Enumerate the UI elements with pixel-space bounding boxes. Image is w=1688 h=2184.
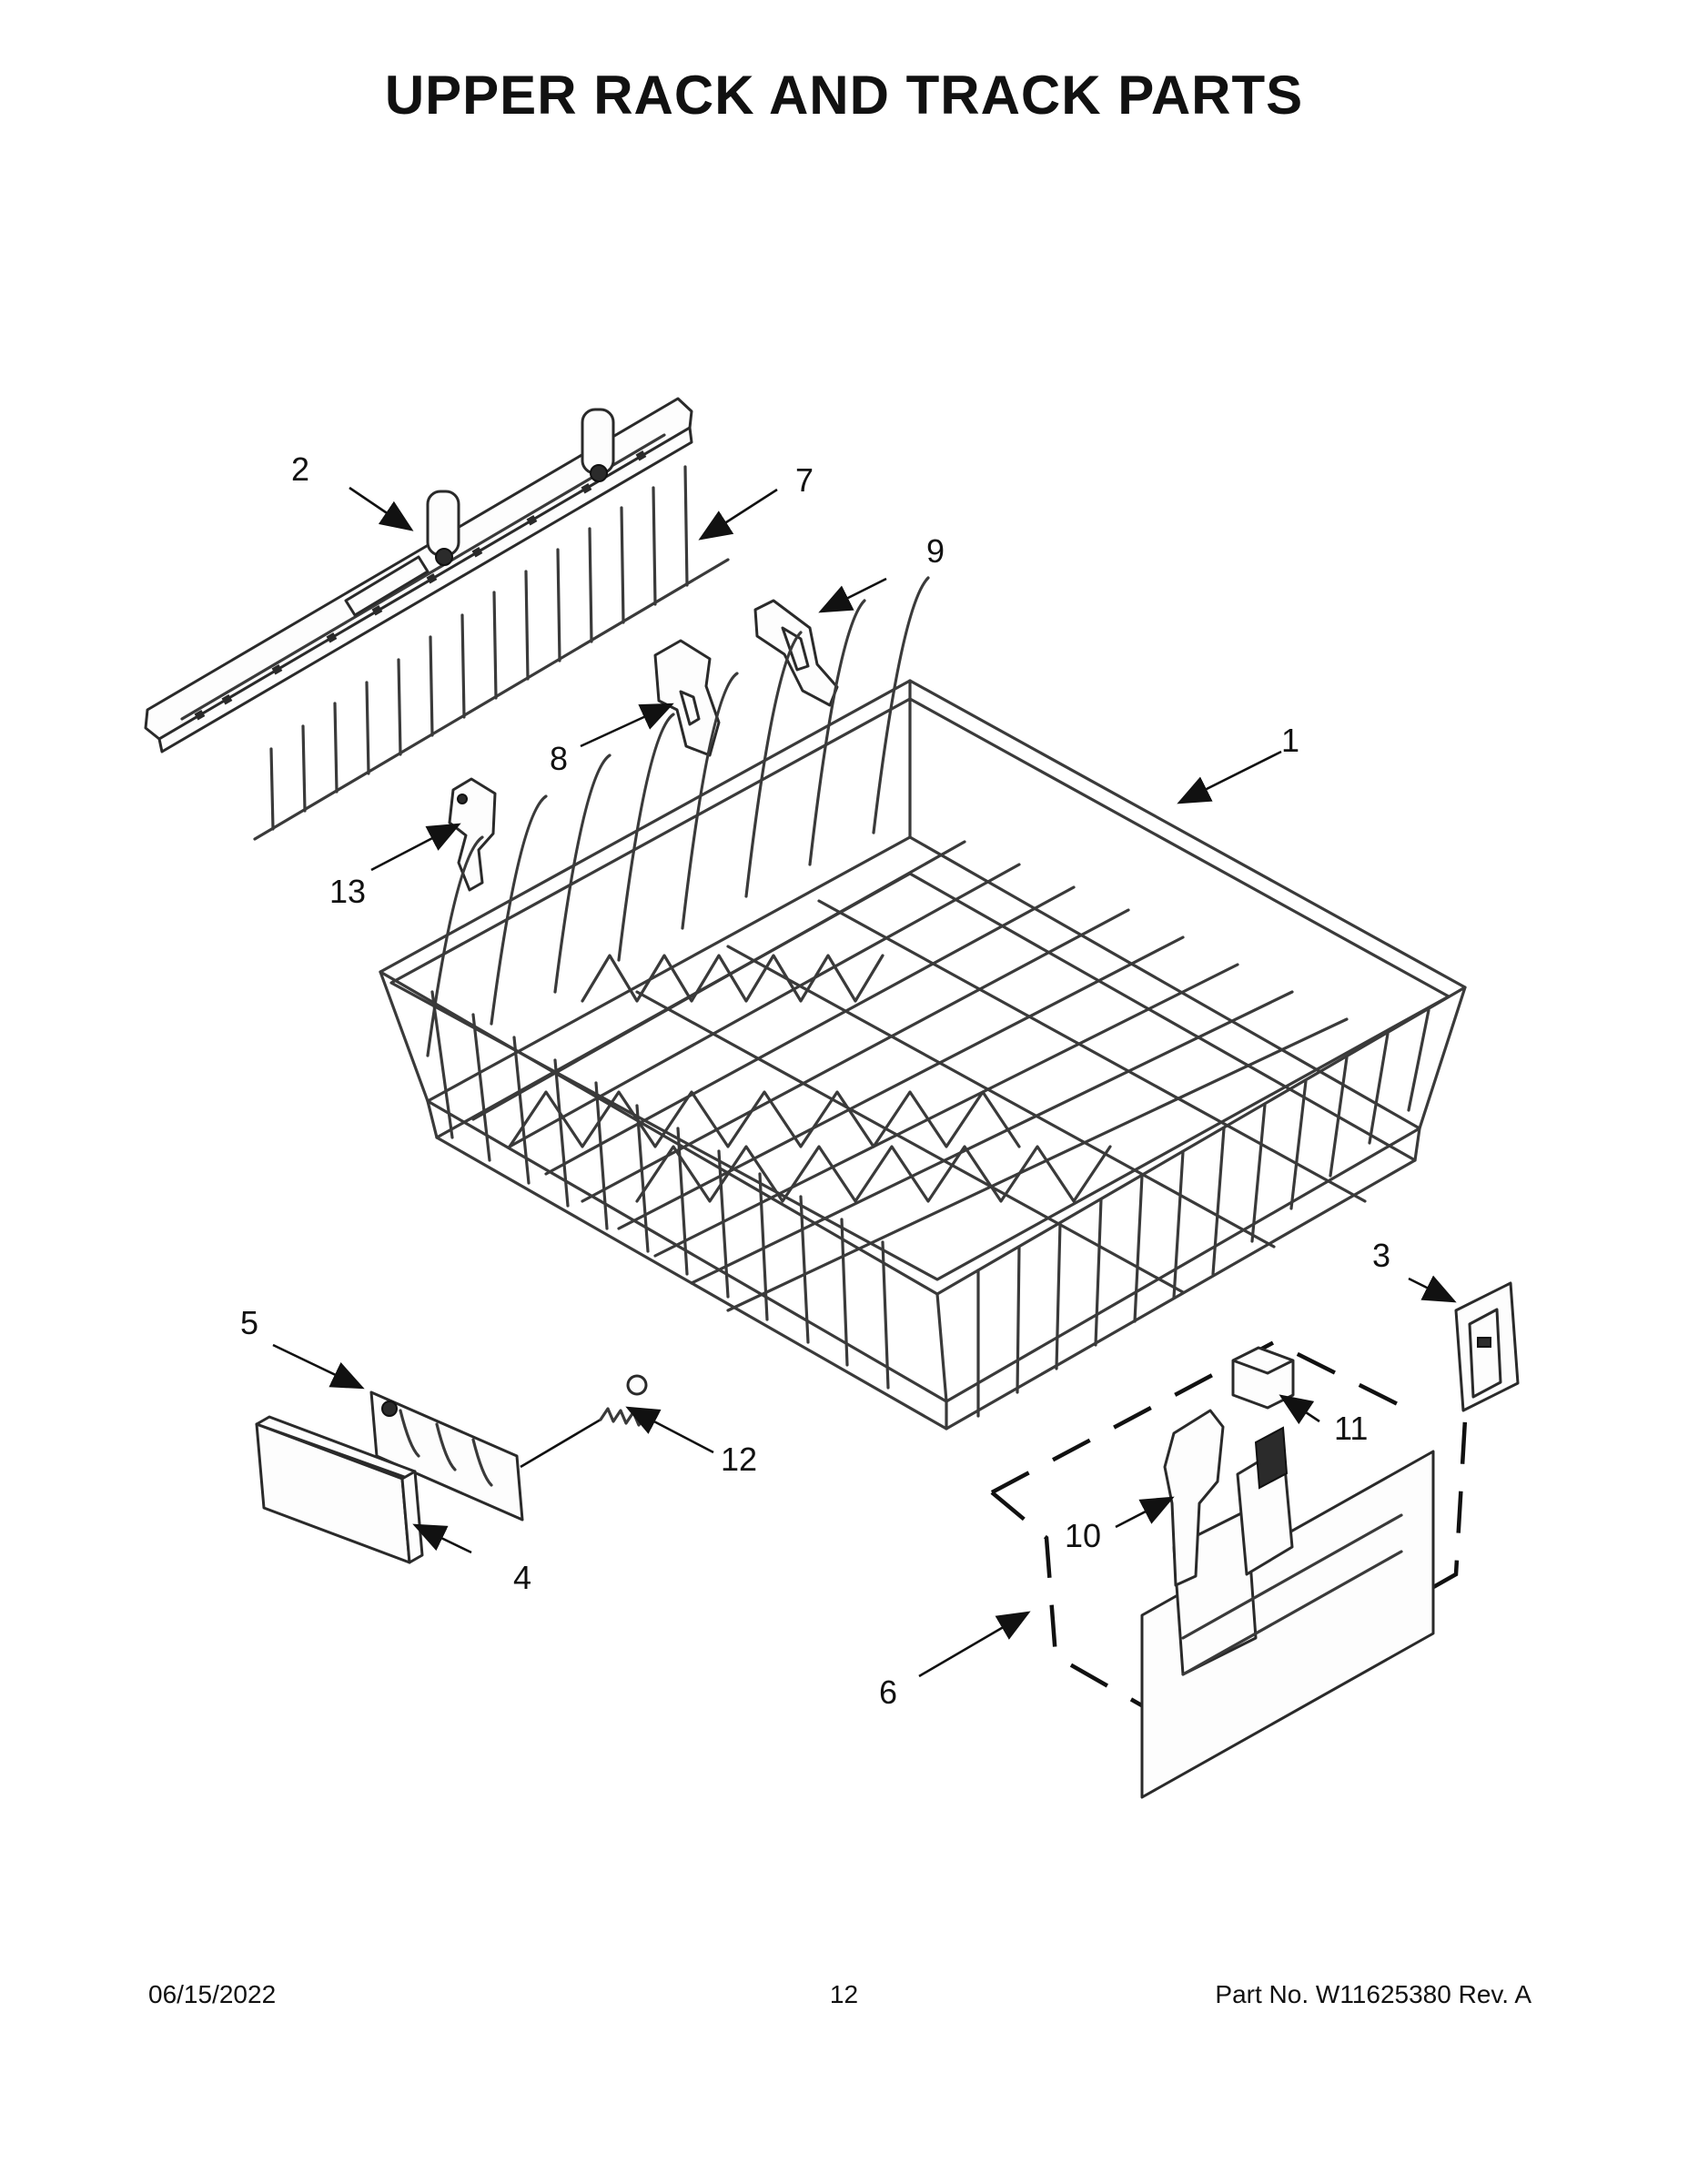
callout-8: 8 xyxy=(550,740,568,777)
callout-9: 9 xyxy=(926,532,945,570)
clip-part-8 xyxy=(653,639,721,757)
rack-adjuster-clip-part-3 xyxy=(1454,1281,1520,1412)
callout-labels: 1 2 3 4 5 6 7 8 9 10 11 12 13 xyxy=(240,450,1390,1711)
footer-part-number: Part No. W11625380 Rev. A xyxy=(1215,1980,1531,2008)
footer-date: 06/15/2022 xyxy=(148,1980,277,2008)
clip-part-9 xyxy=(753,599,839,707)
track-rail-part xyxy=(144,397,693,753)
callout-6: 6 xyxy=(879,1673,897,1711)
adjuster-lever-part-10 xyxy=(1163,1409,1225,1587)
callout-5: 5 xyxy=(240,1304,258,1341)
adjuster-assembly-box-part-6 xyxy=(990,1340,1468,1732)
callout-4: 4 xyxy=(513,1559,531,1596)
callout-3: 3 xyxy=(1372,1237,1390,1274)
adjuster-cover-part-4 xyxy=(255,1415,424,1564)
callout-7: 7 xyxy=(795,461,814,499)
page-title: UPPER RACK AND TRACK PARTS xyxy=(384,65,1304,126)
button-part-11 xyxy=(1231,1346,1295,1410)
callout-12: 12 xyxy=(721,1441,757,1478)
adjuster-housing-part-5 xyxy=(369,1390,524,1522)
callout-10: 10 xyxy=(1065,1517,1101,1554)
tine-row-part xyxy=(253,465,730,841)
callout-1: 1 xyxy=(1281,722,1299,759)
leader-lines xyxy=(272,486,1457,1678)
callout-13: 13 xyxy=(329,873,366,910)
upper-rack-basket xyxy=(379,576,1467,1431)
footer-page-number: 12 xyxy=(829,1980,859,2008)
callout-2: 2 xyxy=(291,450,309,488)
callout-11: 11 xyxy=(1334,1410,1368,1447)
clip-part-13 xyxy=(448,777,497,892)
spring-part-12 xyxy=(520,1374,648,1469)
